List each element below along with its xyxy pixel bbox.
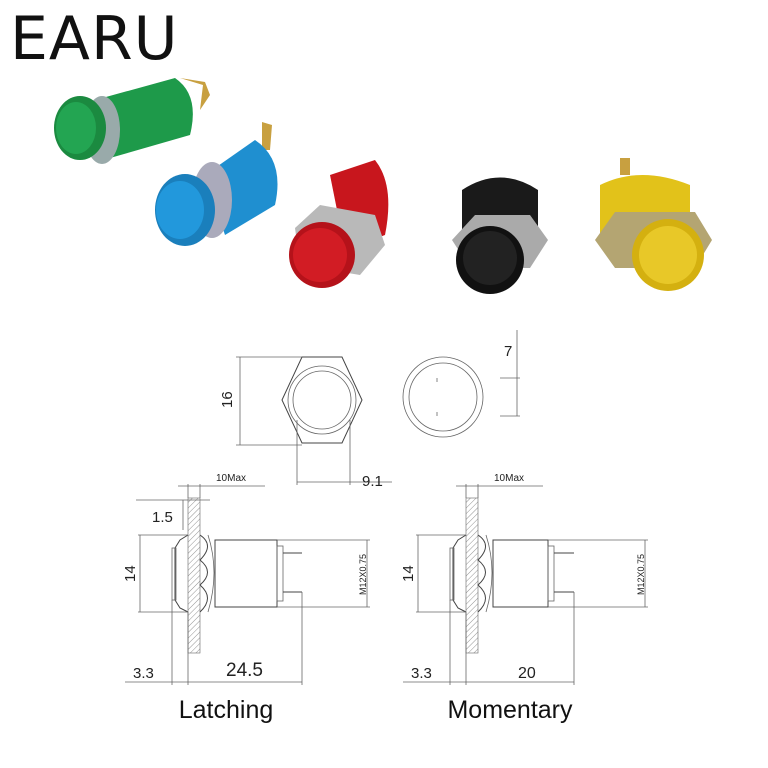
momentary-height-label: 14 <box>400 565 417 582</box>
latching-head-label: 3.3 <box>133 665 154 682</box>
latching-thread-label: M12X0.75 <box>358 554 368 595</box>
momentary-side-view: M12X0.75 14 10Max 3.3 20 Momentary <box>400 473 648 724</box>
front-height-label: 16 <box>219 391 236 408</box>
momentary-length-label: 20 <box>518 665 536 682</box>
brand-logo: EARU <box>10 4 179 74</box>
momentary-thread-label: M12X0.75 <box>636 554 646 595</box>
latching-side-view: M12X0.75 14 10Max 1.5 3.3 24.5 Latching <box>122 473 370 724</box>
latching-panel-label: 1.5 <box>152 509 173 526</box>
front-view-drawing: 16 9.1 7 <box>219 330 520 490</box>
ring-label: 7 <box>504 343 512 360</box>
gold-push-button <box>595 158 712 291</box>
red-push-button <box>289 160 389 288</box>
momentary-caption: Momentary <box>447 696 573 724</box>
front-width-label: 9.1 <box>362 473 383 490</box>
latching-caption: Latching <box>179 696 274 724</box>
latching-max-label: 10Max <box>216 473 246 484</box>
blue-push-button <box>155 122 278 246</box>
black-push-button <box>452 177 548 294</box>
latching-length-label: 24.5 <box>226 660 263 681</box>
green-push-button <box>54 78 210 164</box>
momentary-head-label: 3.3 <box>411 665 432 682</box>
latching-height-label: 14 <box>122 565 139 582</box>
momentary-max-label: 10Max <box>494 473 524 484</box>
